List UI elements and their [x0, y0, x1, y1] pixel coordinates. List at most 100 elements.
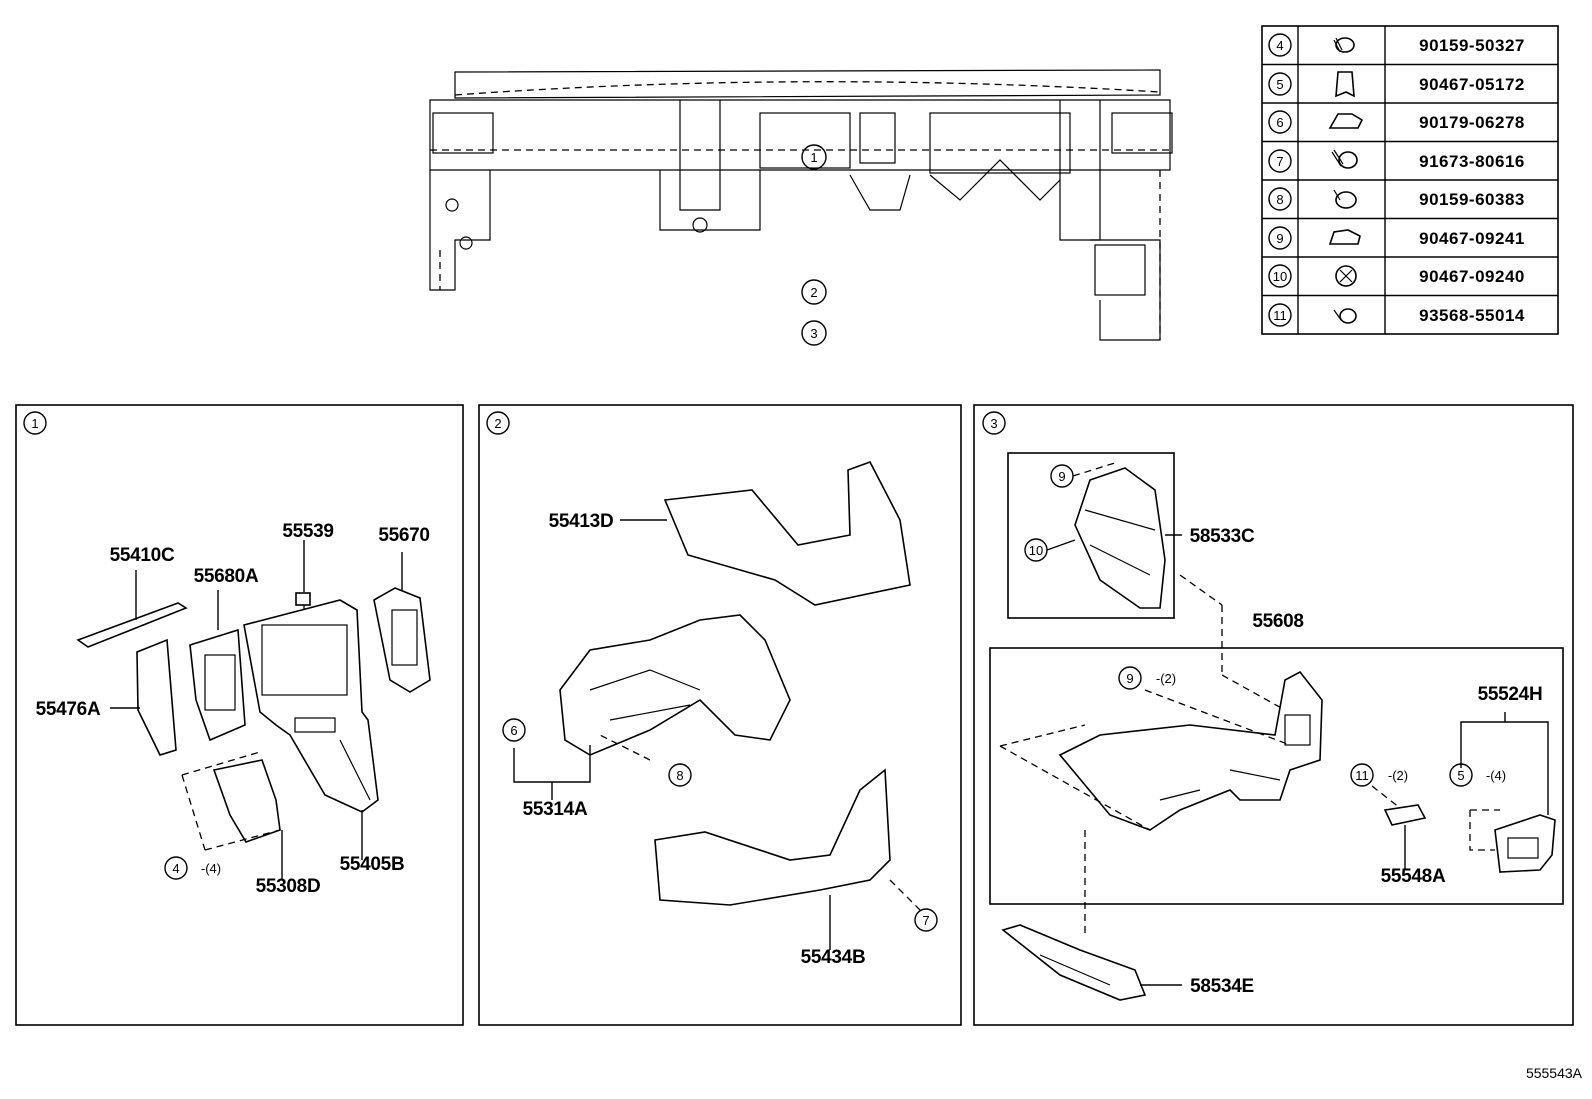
- svg-text:8: 8: [1276, 192, 1283, 207]
- svg-text:5: 5: [1276, 77, 1283, 92]
- part-58534E: [1001, 924, 1147, 1001]
- table-row: 6 90179-06278: [1268, 110, 1525, 134]
- svg-text:3: 3: [990, 416, 997, 431]
- part-55413D: [663, 461, 911, 606]
- svg-text:1: 1: [31, 416, 38, 431]
- svg-text:-(2): -(2): [1388, 768, 1408, 783]
- label-58534E: 58534E: [1190, 976, 1254, 997]
- part-55548A: [1383, 804, 1427, 826]
- panel-1: 1 55410C 55476A 55680A 55539 55405B 5567…: [15, 404, 464, 1026]
- svg-text:4: 4: [172, 861, 179, 876]
- svg-text:90467-09240: 90467-09240: [1419, 267, 1525, 286]
- label-55434B: 55434B: [801, 947, 866, 968]
- part-55476A: [136, 638, 177, 756]
- svg-text:8: 8: [676, 768, 683, 783]
- svg-text:10: 10: [1029, 543, 1043, 558]
- bolt-icon: [1333, 37, 1355, 53]
- label-55476A: 55476A: [36, 699, 101, 720]
- part-55308D: [212, 759, 281, 843]
- label-55608: 55608: [1252, 611, 1303, 632]
- svg-text:90159-60383: 90159-60383: [1419, 190, 1525, 209]
- svg-text:2: 2: [810, 285, 817, 300]
- fastener-callout-9-qty: 9 -(2): [1118, 666, 1176, 690]
- instrument-panel-overview: [429, 69, 1173, 341]
- svg-text:7: 7: [922, 913, 929, 928]
- nut-clip-icon: [1328, 113, 1364, 129]
- fastener-callout-10: 10: [1024, 538, 1048, 562]
- clip-icon: [1335, 71, 1355, 98]
- push-clip-icon: [1335, 265, 1357, 287]
- label-55314A: 55314A: [523, 799, 588, 820]
- fastener-callout-4: 4 -(4): [164, 856, 221, 880]
- fastener-callout-11: 11 -(2): [1350, 763, 1408, 787]
- svg-text:91673-80616: 91673-80616: [1419, 152, 1525, 171]
- part-58533C: [1074, 467, 1166, 609]
- part-55434B: [654, 768, 891, 906]
- table-row: 4 90159-50327: [1268, 33, 1525, 57]
- part-55405B: [243, 599, 379, 813]
- svg-text:11: 11: [1355, 768, 1369, 783]
- svg-text:90179-06278: 90179-06278: [1419, 113, 1525, 132]
- label-55548A: 55548A: [1381, 866, 1446, 887]
- part-55314A: [559, 614, 791, 756]
- svg-text:90159-50327: 90159-50327: [1419, 36, 1525, 55]
- part-55608: [1058, 670, 1323, 831]
- label-55670: 55670: [378, 525, 429, 546]
- part-55410C: [76, 602, 188, 648]
- svg-text:90467-05172: 90467-05172: [1419, 75, 1525, 94]
- svg-text:6: 6: [1276, 115, 1283, 130]
- screw-icon: [1331, 149, 1358, 169]
- svg-text:-(2): -(2): [1156, 671, 1176, 686]
- svg-text:9: 9: [1058, 469, 1065, 484]
- overview-callout-2: 2: [801, 279, 827, 305]
- part-55524H: [1494, 814, 1556, 873]
- label-55680A: 55680A: [194, 566, 259, 587]
- label-55405B: 55405B: [340, 854, 405, 875]
- overview-callout-3: 3: [801, 320, 827, 346]
- svg-text:7: 7: [1276, 154, 1283, 169]
- svg-text:10: 10: [1273, 269, 1287, 284]
- svg-text:9: 9: [1276, 231, 1283, 246]
- fastener-callout-7: 7: [914, 908, 938, 932]
- table-row: 5 90467-05172: [1268, 71, 1525, 98]
- table-row: 10 90467-09240: [1268, 264, 1525, 288]
- svg-text:4: 4: [1276, 38, 1283, 53]
- overview-callout-1: 1: [801, 144, 827, 170]
- fastener-callout-6: 6: [502, 718, 526, 742]
- label-55524H: 55524H: [1478, 684, 1543, 705]
- svg-text:1: 1: [810, 150, 817, 165]
- fastener-table: 4 90159-50327 5 90467-05172 6 90179-0627…: [1261, 25, 1559, 335]
- label-55308D: 55308D: [256, 876, 321, 897]
- panel-3: 3 58533C 9 10 55608 9 -(2): [973, 404, 1574, 1026]
- fastener-callout-9: 9: [1050, 464, 1074, 488]
- svg-text:-(4): -(4): [201, 861, 221, 876]
- fastener-callout-5: 5 -(4): [1449, 763, 1506, 787]
- table-row: 8 90159-60383: [1268, 187, 1525, 211]
- illustration-code: 555543A: [1526, 1065, 1583, 1081]
- table-row: 9 90467-09241: [1268, 226, 1525, 250]
- svg-text:3: 3: [810, 326, 817, 341]
- table-row: 7 91673-80616: [1268, 149, 1525, 173]
- part-55539: [295, 592, 311, 606]
- svg-text:5: 5: [1457, 768, 1464, 783]
- label-55539: 55539: [282, 521, 333, 542]
- bolt-icon: [1333, 189, 1357, 209]
- clip-icon: [1328, 229, 1361, 245]
- fastener-callout-8: 8: [668, 763, 692, 787]
- panel-2: 2 55413D 55314A 6 8 55434B 7: [478, 404, 962, 1026]
- label-55413D: 55413D: [549, 511, 614, 532]
- label-58533C: 58533C: [1190, 526, 1255, 547]
- svg-text:2: 2: [494, 416, 501, 431]
- part-55670: [373, 587, 431, 693]
- svg-text:9: 9: [1126, 671, 1133, 686]
- part-55680A: [189, 628, 246, 742]
- screw-icon: [1333, 308, 1357, 324]
- svg-text:11: 11: [1273, 308, 1287, 323]
- label-55410C: 55410C: [110, 545, 175, 566]
- svg-text:6: 6: [510, 723, 517, 738]
- svg-text:-(4): -(4): [1486, 768, 1506, 783]
- svg-text:93568-55014: 93568-55014: [1419, 306, 1525, 325]
- table-row: 11 93568-55014: [1268, 303, 1525, 327]
- svg-text:90467-09241: 90467-09241: [1419, 229, 1525, 248]
